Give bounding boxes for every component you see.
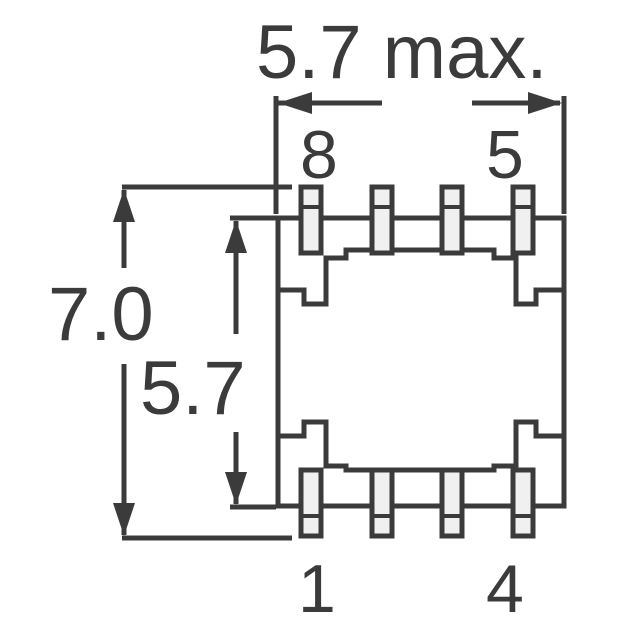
pin-8 [298, 184, 324, 256]
width-arrow-left [278, 92, 312, 114]
package-body-lower [275, 290, 567, 473]
inner-height-arrow-top [225, 220, 247, 253]
width-arrow-right [528, 92, 562, 114]
inner-height-dimension-label: 5.7 [140, 346, 246, 431]
package-body [275, 215, 567, 307]
pin-label-8: 8 [300, 117, 338, 193]
pin-label-1: 1 [298, 551, 336, 627]
package-body-bottom [275, 436, 567, 509]
pin-1 [298, 467, 324, 539]
pin-5 [510, 184, 536, 256]
pin-2 [369, 467, 395, 539]
pin-7 [369, 184, 395, 256]
pin-label-5: 5 [486, 117, 524, 193]
pin-3 [439, 467, 465, 539]
width-dimension-label: 5.7 max. [256, 10, 547, 95]
outer-height-arrow-top [113, 189, 135, 222]
pin-4 [510, 467, 536, 539]
outer-height-arrow-bottom [113, 503, 135, 536]
pin-label-4: 4 [486, 551, 524, 627]
outer-height-dimension-label: 7.0 [48, 272, 154, 357]
inner-height-arrow-bottom [225, 472, 247, 505]
pin-6 [439, 184, 465, 256]
